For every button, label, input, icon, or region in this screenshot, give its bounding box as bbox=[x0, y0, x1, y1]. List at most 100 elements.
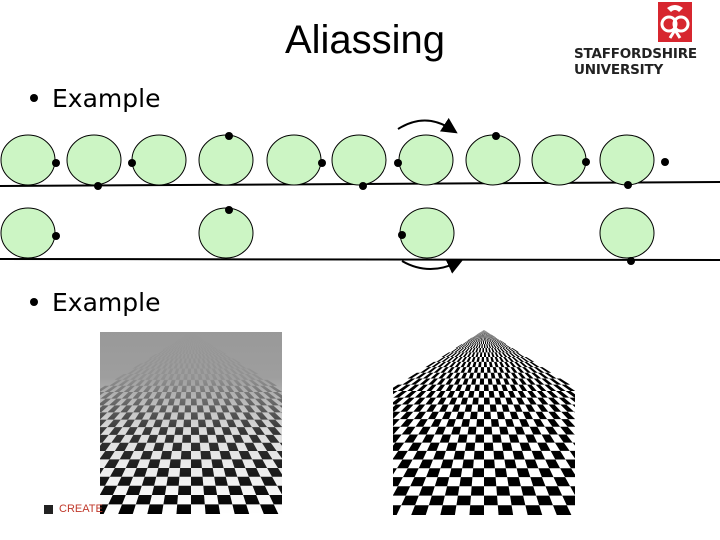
checker-tile bbox=[481, 330, 484, 333]
checker-tile bbox=[461, 419, 470, 427]
checker-tile bbox=[478, 334, 482, 338]
checker-tile bbox=[502, 348, 509, 353]
checker-tile bbox=[484, 442, 494, 451]
checker-tile bbox=[437, 397, 447, 405]
checker-tile bbox=[499, 361, 505, 368]
checker-tile bbox=[504, 372, 511, 379]
checker-tile bbox=[407, 384, 420, 392]
checker-tile bbox=[519, 419, 530, 427]
wheel-marker bbox=[627, 257, 635, 265]
checker-tile bbox=[466, 344, 472, 349]
checker-tile bbox=[520, 486, 537, 496]
checker-tile bbox=[464, 348, 470, 353]
checker-tile bbox=[462, 340, 470, 345]
checker-tile bbox=[478, 340, 481, 345]
checker-tile bbox=[487, 352, 491, 357]
checker-tile bbox=[466, 356, 472, 362]
wheel-marker bbox=[318, 159, 326, 167]
checker-tile bbox=[468, 372, 474, 379]
checker-tile bbox=[488, 334, 493, 338]
checker-tile bbox=[483, 330, 484, 333]
checker-tile bbox=[519, 361, 528, 368]
checker-tile bbox=[529, 361, 540, 368]
bullet-2: Example bbox=[30, 288, 160, 317]
checker-tile bbox=[477, 404, 484, 412]
checker-tile bbox=[484, 477, 497, 487]
checker-tile bbox=[480, 332, 483, 335]
checker-tile bbox=[508, 348, 516, 353]
checker-tile bbox=[485, 337, 487, 341]
checker-tile bbox=[484, 397, 490, 405]
wheel bbox=[331, 134, 387, 186]
checker-tile bbox=[482, 330, 484, 331]
checker-tile bbox=[560, 404, 575, 412]
checker-tile bbox=[498, 356, 505, 362]
wheel-marker bbox=[398, 231, 406, 239]
wheel-marker bbox=[624, 181, 632, 189]
checker-tile bbox=[501, 442, 513, 451]
checker-tile bbox=[489, 340, 493, 345]
checker-tile bbox=[489, 334, 494, 338]
checker-tile bbox=[444, 486, 460, 496]
checker-tile bbox=[544, 372, 557, 379]
checker-tile bbox=[467, 426, 477, 435]
checker-tile bbox=[460, 397, 469, 405]
checker-tile bbox=[484, 330, 485, 331]
checker-tile bbox=[495, 378, 502, 385]
checker-tile bbox=[503, 356, 510, 362]
checker-tile bbox=[516, 468, 531, 478]
checker-tile bbox=[561, 411, 575, 420]
checker-tile bbox=[512, 450, 525, 460]
wheel-marker bbox=[52, 159, 60, 167]
wheel bbox=[0, 207, 56, 259]
checker-tile bbox=[400, 404, 414, 412]
checker-tile bbox=[552, 505, 572, 515]
checker-tile bbox=[412, 450, 427, 460]
footer-text: CREATE bbox=[59, 503, 103, 515]
checker-tile bbox=[484, 344, 486, 349]
wheel bbox=[398, 134, 454, 186]
checker-tile bbox=[425, 397, 437, 405]
checker-tile bbox=[496, 348, 502, 353]
checker-tile bbox=[479, 352, 483, 357]
checker-tile bbox=[464, 344, 470, 349]
checker-tile bbox=[399, 411, 414, 420]
checker-tile bbox=[484, 334, 486, 338]
checker-tile bbox=[445, 419, 456, 427]
checker-tile bbox=[483, 330, 484, 331]
checker-tile bbox=[519, 442, 532, 451]
checker-tile bbox=[468, 348, 473, 353]
checker-tile bbox=[453, 372, 461, 379]
checker-tile bbox=[430, 372, 441, 379]
checker-tile bbox=[435, 384, 446, 392]
checker-tile bbox=[393, 419, 400, 427]
checker-tile bbox=[526, 378, 536, 385]
logo-line-1: STAFFORDSHIRE bbox=[574, 46, 697, 62]
counterclockwise-arrow-icon bbox=[401, 259, 464, 274]
checker-tile bbox=[548, 378, 562, 385]
checker-tile bbox=[401, 397, 415, 405]
checker-tile bbox=[491, 352, 495, 357]
checker-tile bbox=[491, 419, 500, 427]
checker-tile bbox=[476, 340, 480, 345]
checker-tile bbox=[451, 356, 459, 362]
checker-tile bbox=[436, 378, 446, 385]
checker-tile bbox=[527, 367, 538, 373]
checker-tile bbox=[426, 367, 438, 373]
checker-tile bbox=[451, 404, 461, 412]
checker-tile bbox=[438, 404, 449, 412]
bullet-1-text: Example bbox=[52, 84, 161, 113]
checker-tile bbox=[508, 391, 516, 398]
checker-tile bbox=[483, 330, 484, 331]
checker-tile bbox=[517, 391, 527, 398]
checker-tile bbox=[503, 378, 510, 385]
checker-tile bbox=[548, 411, 562, 420]
checker-tile bbox=[489, 404, 497, 412]
checker-tile bbox=[484, 384, 489, 392]
checker-tile bbox=[544, 384, 557, 392]
checker-tile bbox=[493, 337, 499, 341]
checker-tile bbox=[537, 372, 549, 379]
checker-tile bbox=[482, 340, 484, 345]
checker-tile bbox=[478, 332, 482, 335]
checker-tile bbox=[393, 468, 397, 475]
